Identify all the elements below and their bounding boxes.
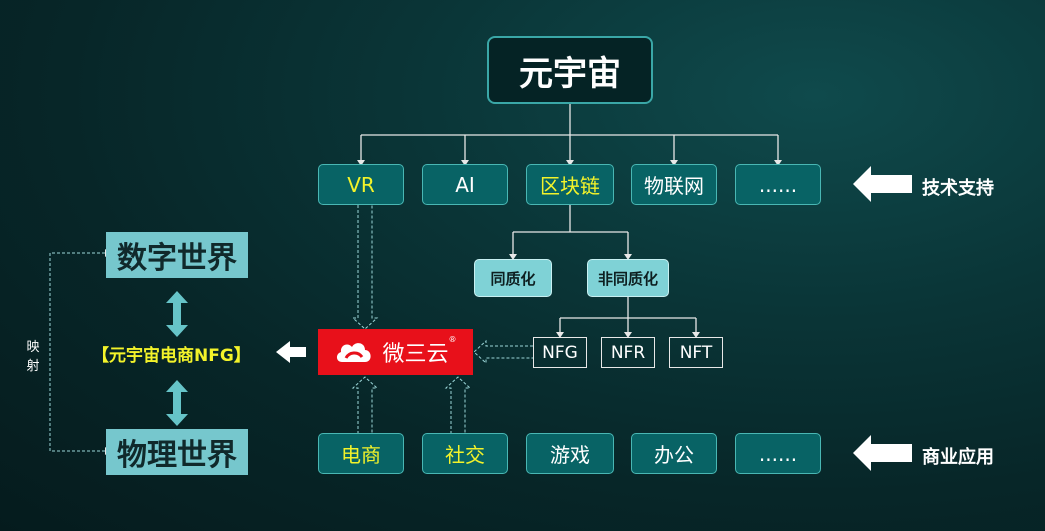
mapping-label: 映射 — [26, 340, 40, 374]
digital-world-label: 数字世界 — [117, 241, 237, 276]
biz-label: 办公 — [654, 443, 694, 467]
brand-name: 微三云 — [382, 342, 449, 367]
biz-label: 电商 — [341, 443, 381, 467]
biz-node-social: 社交 — [422, 433, 508, 474]
tech-node-ai: AI — [422, 164, 508, 205]
nft-label: NFT — [679, 342, 713, 363]
root-label: 元宇宙 — [519, 53, 621, 94]
metaverse-ecommerce-label: 【元宇宙电商NFG】 — [92, 346, 251, 366]
tech-label: 物联网 — [644, 174, 704, 198]
weisanyun-logo-box: 微三云 ® — [318, 329, 473, 375]
arrow-left-icon — [853, 435, 912, 471]
nfg-node: NFG — [533, 337, 587, 368]
biz-label: 社交 — [445, 443, 485, 467]
fungible-node: 同质化 — [474, 259, 552, 297]
tech-support-label: 技术支持 — [922, 178, 994, 199]
physical-world-node: 物理世界 — [106, 429, 248, 475]
digital-world-node: 数字世界 — [106, 232, 248, 278]
arrow-left-icon — [276, 341, 306, 363]
nfr-label: NFR — [610, 342, 646, 363]
root-node-metaverse: 元宇宙 — [487, 36, 653, 104]
nfg-label: NFG — [542, 342, 578, 363]
physical-world-label: 物理世界 — [117, 438, 237, 473]
biz-node-ecommerce: 电商 — [318, 433, 404, 474]
tech-label: ...... — [758, 172, 798, 197]
double-arrow-vertical-icon — [166, 291, 188, 426]
biz-label: 游戏 — [550, 443, 590, 467]
nfr-node: NFR — [601, 337, 655, 368]
non-fungible-label: 非同质化 — [597, 269, 658, 288]
tech-node-blockchain: 区块链 — [526, 164, 614, 205]
fungible-label: 同质化 — [490, 269, 536, 288]
arrow-left-icon — [853, 166, 912, 202]
biz-node-more: ...... — [735, 433, 821, 474]
biz-node-game: 游戏 — [526, 433, 614, 474]
biz-node-office: 办公 — [631, 433, 717, 474]
tech-node-iot: 物联网 — [631, 164, 717, 205]
cloud-logo-icon — [337, 343, 372, 362]
non-fungible-node: 非同质化 — [587, 259, 669, 297]
tech-label: 区块链 — [540, 174, 600, 198]
registered-mark: ® — [448, 335, 457, 344]
tech-label: VR — [347, 172, 375, 197]
tech-node-vr: VR — [318, 164, 404, 205]
tech-node-more: ...... — [735, 164, 821, 205]
business-application-label: 商业应用 — [922, 447, 994, 468]
biz-label: ...... — [758, 441, 798, 466]
nft-node: NFT — [669, 337, 723, 368]
tech-label: AI — [455, 172, 475, 197]
